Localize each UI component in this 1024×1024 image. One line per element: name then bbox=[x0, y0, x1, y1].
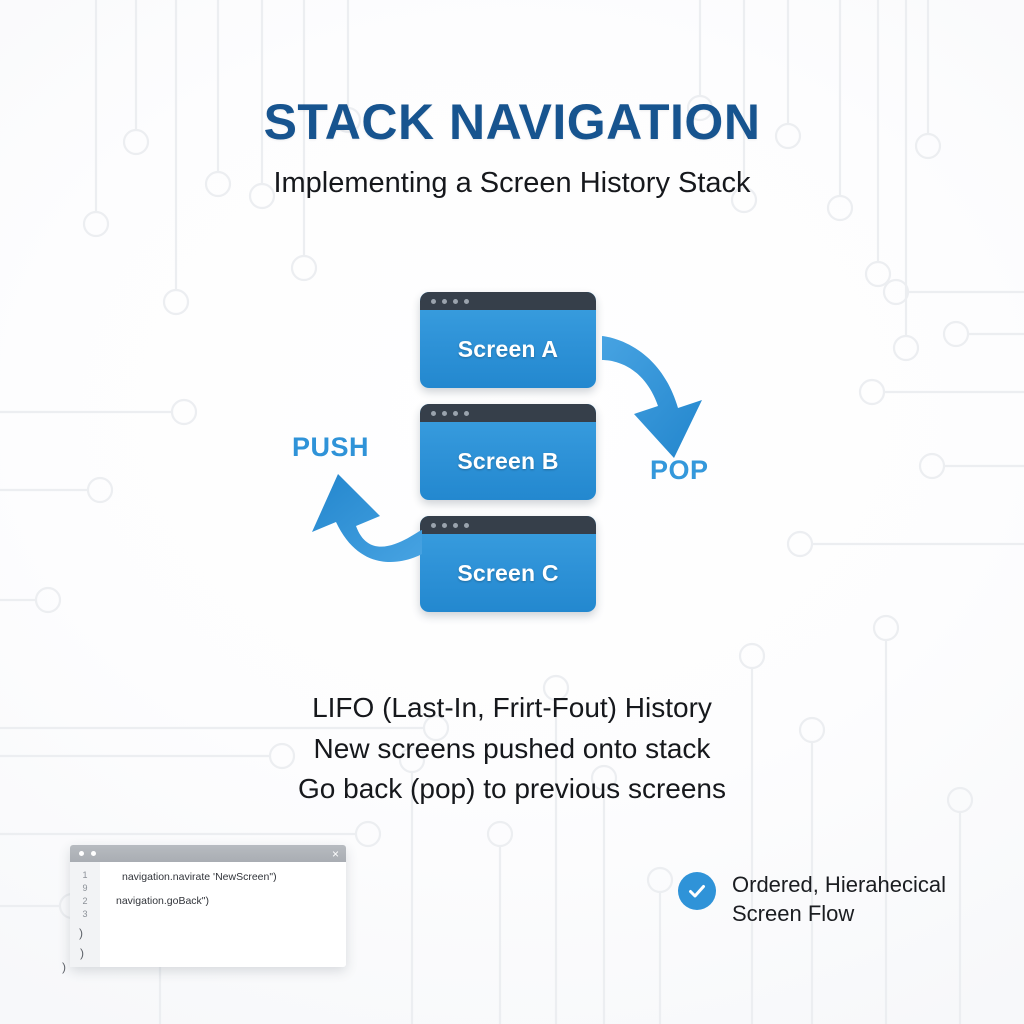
window-dot-icon bbox=[464, 298, 469, 304]
window-dot-icon bbox=[453, 298, 458, 304]
line-number: 2 bbox=[82, 896, 88, 907]
code-line: navigation.goBack") bbox=[116, 895, 210, 907]
line-number: 9 bbox=[82, 883, 88, 894]
feature-item: Ordered, Hierahecical Screen Flow bbox=[678, 870, 978, 929]
feature-label: Ordered, Hierahecical Screen Flow bbox=[732, 872, 946, 927]
screen-card-label: Screen C bbox=[457, 559, 559, 586]
window-dot-icon bbox=[91, 851, 96, 856]
window-titlebar bbox=[420, 516, 596, 534]
screen-stack: Screen A Screen B Screen C bbox=[420, 292, 596, 628]
curved-arrow-up-icon bbox=[312, 474, 422, 562]
window-dot-icon bbox=[453, 410, 458, 416]
screen-card-a[interactable]: Screen A bbox=[420, 292, 596, 388]
line-number: 3 bbox=[82, 909, 88, 920]
window-dot-icon bbox=[79, 851, 84, 856]
window-titlebar bbox=[420, 404, 596, 422]
window-dot-icon bbox=[453, 522, 458, 528]
window-dot-icon bbox=[442, 410, 447, 416]
stray-paren: ) bbox=[80, 946, 84, 960]
code-text-area[interactable]: navigation.navirate 'NewScreen") navigat… bbox=[100, 862, 346, 967]
curved-arrow-down-icon bbox=[602, 336, 702, 458]
page-title: STACK NAVIGATION bbox=[263, 94, 761, 150]
key-point: Go back (pop) to previous screens bbox=[298, 773, 726, 805]
screen-card-label: Screen A bbox=[457, 335, 559, 362]
key-points-block: LIFO (Last-In, Frirt-Fout) History New s… bbox=[0, 688, 1024, 810]
close-icon[interactable]: × bbox=[331, 846, 339, 861]
window-dot-icon bbox=[442, 522, 447, 528]
key-point: New screens pushed onto stack bbox=[313, 732, 711, 764]
check-circle-icon bbox=[678, 872, 716, 910]
window-dot-icon bbox=[431, 298, 436, 304]
code-window-titlebar: × bbox=[70, 845, 346, 862]
stray-paren: ) bbox=[62, 960, 66, 974]
header-block: STACK NAVIGATION Implementing a Screen H… bbox=[0, 96, 1024, 200]
code-line-spacer bbox=[108, 883, 340, 895]
page-subtitle: Implementing a Screen History Stack bbox=[273, 166, 751, 199]
window-titlebar bbox=[420, 292, 596, 310]
stray-paren: ) bbox=[79, 926, 83, 940]
screen-card-label: Screen B bbox=[457, 447, 559, 474]
window-dot-icon bbox=[442, 298, 447, 304]
pop-label: POP bbox=[650, 455, 709, 485]
push-label: PUSH bbox=[292, 432, 370, 462]
window-dot-icon bbox=[464, 410, 469, 416]
key-point: LIFO (Last-In, Frirt-Fout) History bbox=[312, 692, 712, 723]
window-dot-icon bbox=[431, 522, 436, 528]
screen-card-b[interactable]: Screen B bbox=[420, 404, 596, 500]
window-dot-icon bbox=[431, 410, 436, 416]
code-window-body: 1 9 2 3 navigation.navirate 'NewScreen")… bbox=[62, 862, 346, 974]
code-line: navigation.navirate 'NewScreen") bbox=[122, 871, 277, 883]
line-number-gutter: 1 9 2 3 bbox=[70, 862, 100, 967]
window-dot-icon bbox=[464, 522, 469, 528]
code-window[interactable]: × 1 9 2 3 navigation.navirate 'NewScreen… bbox=[62, 845, 346, 974]
screen-card-c[interactable]: Screen C bbox=[420, 516, 596, 612]
line-number: 1 bbox=[82, 870, 88, 880]
